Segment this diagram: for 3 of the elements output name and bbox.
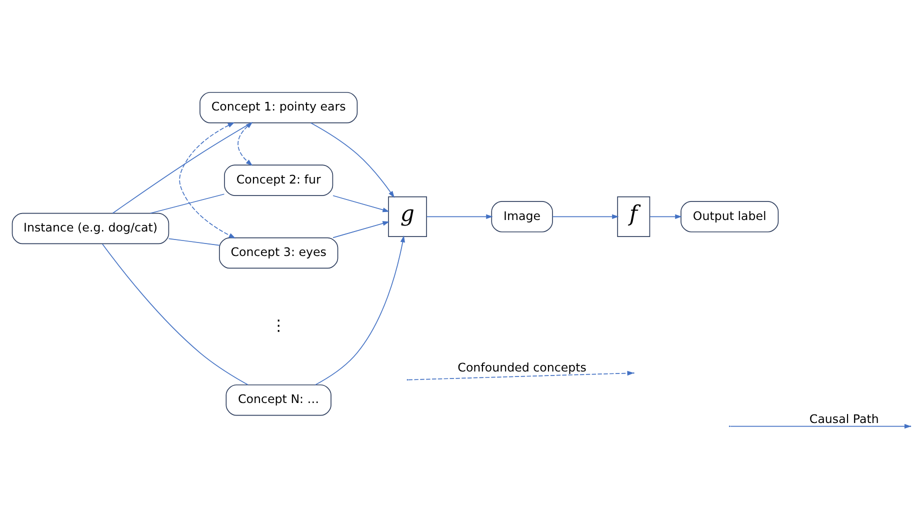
legend-label: Causal Path: [809, 412, 879, 426]
legend-label: Confounded concepts: [458, 360, 586, 375]
label: ⋮: [270, 316, 286, 334]
